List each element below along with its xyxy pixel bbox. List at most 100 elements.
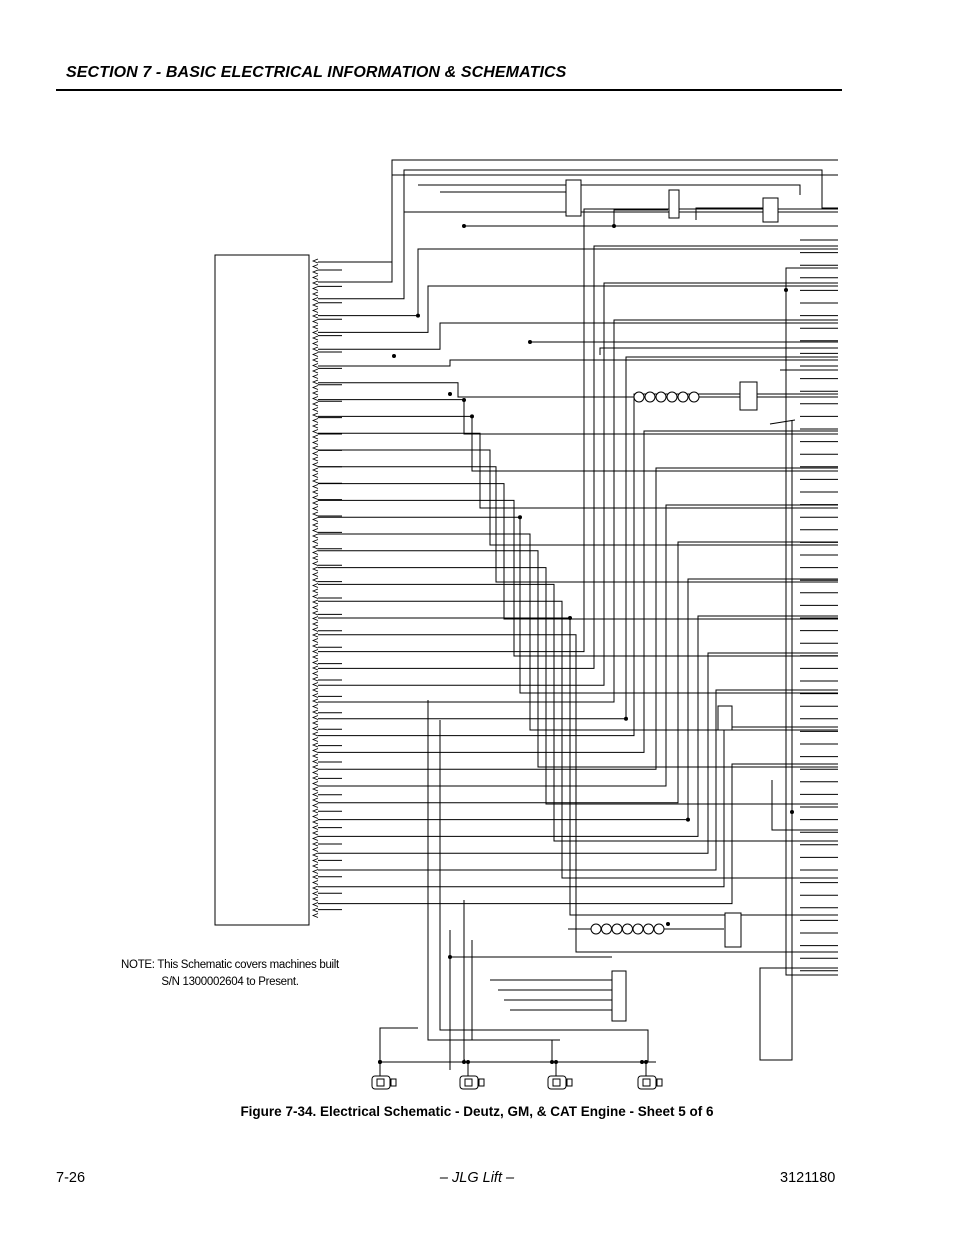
coil-loop [677,391,689,403]
wire [318,282,838,686]
pin-chevron [311,467,319,473]
pin-chevron [311,577,319,583]
wires [318,159,838,1076]
wire [403,169,838,270]
figure-caption: Figure 7-34. Electrical Schematic - Deut… [240,1104,714,1119]
wire [318,382,838,398]
wire [318,578,838,821]
pin-chevron [311,632,319,638]
pin-chevron [311,544,319,550]
wire [318,356,838,720]
wire [318,689,838,871]
pin-chevron [311,478,319,484]
pin-chevron [311,456,319,462]
schematic-note: NOTE: This Schematic covers machines bui… [112,957,348,991]
wire [318,617,838,916]
connector-box [717,705,733,731]
connector-box [762,197,779,223]
junction-dot [462,1060,466,1064]
pin-chevron [311,841,319,847]
sensor-connector-inner [552,1078,561,1087]
junction-dot [448,392,452,396]
pin-chevron [311,627,319,632]
pin-chevron [311,792,319,797]
connector-box [724,912,742,948]
pin-chevron [311,720,319,726]
wire [318,567,838,805]
junction-dot [640,1060,644,1064]
pin-chevron [311,764,319,770]
pin-chevron [311,484,319,489]
pin-chevron [311,390,319,396]
pin-chevron [311,522,319,528]
pin-chevron [311,814,319,819]
pin-chevron [311,660,319,665]
junction-dot [518,515,522,520]
wire [318,499,838,657]
junction-dot [550,1060,554,1064]
pin-chevron [311,319,319,324]
pin-chevron [311,621,319,627]
pin-chevron [311,269,319,275]
pin-chevron [311,588,319,594]
pin-chevron [311,566,319,572]
pin-chevron [311,896,319,902]
pin-chevron [311,550,319,555]
pin-chevron [311,770,319,775]
coil-loop [622,923,633,935]
pin-chevron [311,836,319,841]
pin-chevron [311,511,319,517]
pin-chevron [311,616,319,621]
wire [318,245,838,669]
wire [771,780,838,831]
junction-dot [666,922,670,926]
wire [318,322,838,350]
pin-chevron [311,797,319,803]
wire [759,420,838,1061]
pin-chevron [311,539,319,544]
pin-chevron [311,599,319,605]
pin-chevron [311,555,319,561]
coil-loop [590,923,602,935]
pin-chevron [311,775,319,781]
junction-dot [686,817,690,822]
pin-chevron [311,572,319,577]
pin-chevron [311,291,319,297]
footer-brand: – JLG Lift – [439,1170,515,1186]
wire [318,583,838,842]
pin-chevron [311,671,319,676]
pin-chevron [311,379,319,385]
wire [318,652,838,854]
pin-chevron [311,869,319,874]
note-line-1: NOTE: This Schematic covers machines bui… [121,959,339,971]
pin-chevron [311,330,319,335]
pin-chevron [311,412,319,418]
wire [318,248,838,317]
wire [439,720,649,1062]
pin-chevron [311,275,319,280]
pin-chevron [311,913,319,918]
pin-chevron [311,830,319,836]
sensor-connector-tab [390,1078,397,1087]
wire [318,541,838,804]
wire [318,550,838,768]
pin-chevron [311,324,319,330]
pin-chevron [311,335,319,341]
pin-chevron [311,346,319,352]
coil-loop [653,923,665,935]
pin-chevron [311,506,319,511]
junction-dot [644,1060,648,1064]
pin-chevron [311,907,319,913]
pin-chevron [311,819,319,825]
pin-chevron [311,341,319,346]
junction-dot [416,313,420,318]
junction-dot [392,354,396,358]
junction-dot [790,810,794,814]
wire [599,347,838,355]
pin-chevron [311,302,319,308]
wire [318,726,838,888]
pin-chevron [311,781,319,786]
wire [427,700,553,1062]
pin-chevron [311,704,319,709]
pin-chevron [311,808,319,814]
